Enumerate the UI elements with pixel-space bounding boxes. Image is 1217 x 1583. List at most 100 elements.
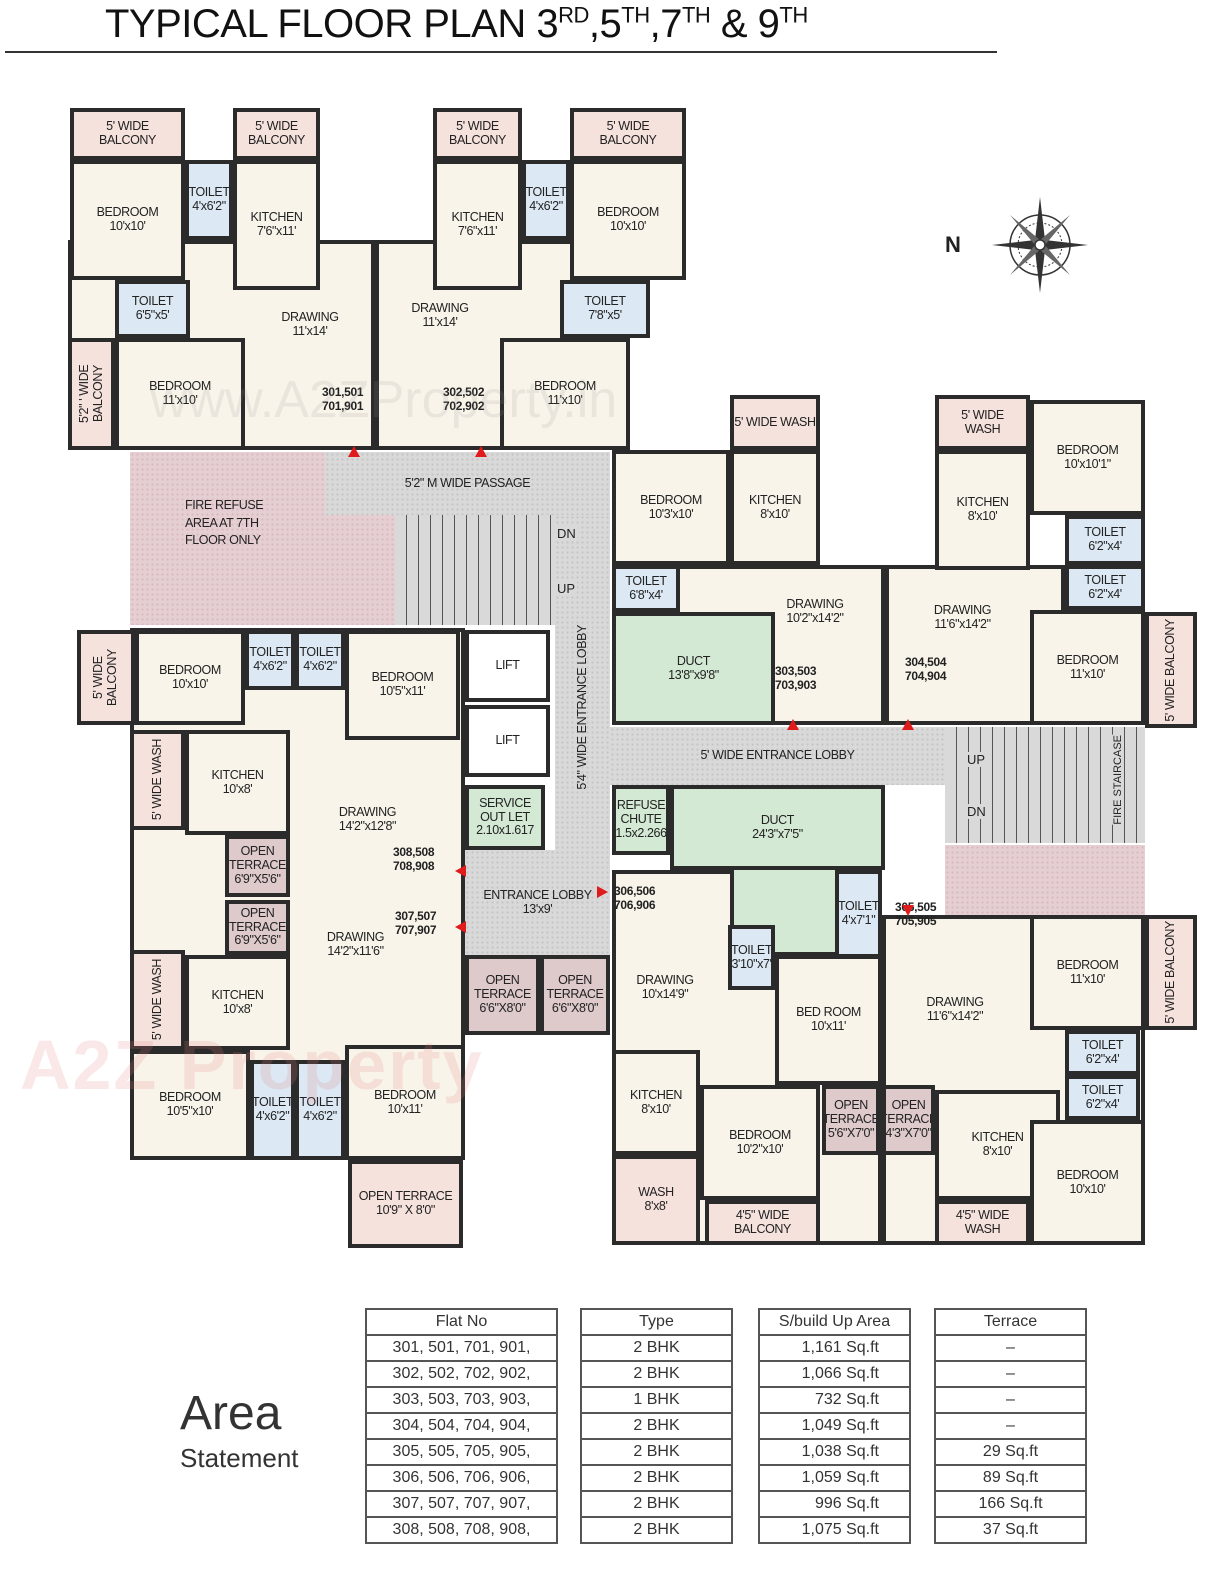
room-size: 8'x10' [641, 1101, 671, 1116]
table-row: 1,059 Sq.ft [758, 1464, 911, 1492]
table-cell: 1 BHK [580, 1386, 733, 1414]
room-name: BEDROOM [96, 205, 159, 220]
stair-direction-label: UP [965, 752, 988, 767]
column-header: Type [580, 1308, 733, 1336]
title-text: ,5 [588, 2, 622, 46]
room-wide-balcony: 5'2" ' WIDE BALCONY [68, 338, 115, 450]
room-name: TOILET [525, 185, 567, 200]
room-size: 6'5"x5' [135, 308, 170, 322]
room-name: BED ROOM [796, 1005, 861, 1020]
table-cell: 304, 504, 704, 904, [365, 1412, 558, 1440]
room-size: 14'2"x12'8" [338, 819, 397, 833]
table-row: 308, 508, 708, 908, [365, 1516, 558, 1544]
room-wide-entrance-lobby: 5' WIDE ENTRANCE LOBBY [610, 727, 945, 785]
table-row: 304, 504, 704, 904, [365, 1412, 558, 1440]
room-name: ENTRANCE LOBBY [483, 887, 592, 902]
table-cell: 732 Sq.ft [758, 1386, 911, 1414]
table-row: 29 Sq.ft [934, 1438, 1087, 1466]
entry-arrow-icon [475, 446, 487, 457]
title-text: & 9 [710, 2, 780, 46]
room-label: 5' WIDE BALCONY [588, 119, 668, 148]
column-header: Terrace [934, 1308, 1087, 1336]
room-name: REFUSE CHUTE [616, 798, 666, 827]
table-row: 303, 503, 703, 903, [365, 1386, 558, 1414]
room-lift: LIFT [465, 705, 550, 777]
room-name: 5' WIDE BALCONY [248, 119, 305, 147]
room-label: 5' WIDE WASH [943, 408, 1023, 437]
room-size: 10'3'x10' [648, 506, 694, 521]
room-name: DRAWING [926, 995, 984, 1010]
page-title: TYPICAL FLOOR PLAN 3RD,5TH,7TH & 9TH [105, 2, 808, 47]
room-name: OPEN TERRACE [229, 844, 286, 873]
room-wide-balcony: 5' WIDE BALCONY [1145, 915, 1197, 1030]
room-lift: LIFT [465, 630, 550, 702]
table-cell: 37 Sq.ft [934, 1516, 1087, 1544]
title-sup: TH [779, 2, 808, 28]
title-sup: TH [621, 2, 650, 28]
flat-number: 703,903 [775, 677, 817, 692]
table-row: 2 BHK [580, 1412, 733, 1440]
entry-arrow-icon [455, 921, 466, 933]
room-name: DRAWING [338, 805, 397, 820]
table-cell: 2 BHK [580, 1464, 733, 1492]
table-row: 1 BHK [580, 1386, 733, 1414]
room-size: 11'6"x14'2" [934, 617, 991, 631]
room-name: TOILET [1081, 1082, 1124, 1097]
room-name: TOILET [584, 294, 626, 309]
room-name: 5' WIDE BALCONY [449, 119, 506, 147]
room-size: 10'x11' [387, 1101, 423, 1116]
room-name: 5' WIDE ENTRANCE LOBBY [700, 748, 855, 763]
entry-arrow-icon [597, 886, 608, 898]
room-label: FIRE REFUSE AREA AT 7TH FLOOR ONLY [185, 497, 275, 550]
table-row: 1,038 Sq.ft [758, 1438, 911, 1466]
room-wide-balcony: 5' WIDE BALCONY [70, 108, 185, 160]
room-name: TOILET [188, 185, 230, 200]
room-name: TOILET [1084, 572, 1126, 587]
room-size: 13'8"x9'8" [668, 667, 719, 682]
room-name: BEDROOM [534, 379, 596, 394]
room-name: 5' WIDE BALCONY [1163, 921, 1178, 1024]
room-name: KITCHEN [748, 492, 802, 507]
room-name: BEDROOM [159, 662, 221, 677]
flat-number: 702,902 [443, 398, 485, 413]
room-size: 6'2"x4' [1088, 586, 1122, 601]
area-statement-subtitle: Statement [180, 1443, 299, 1473]
room-wide-balcony: 5' WIDE BALCONY [233, 108, 320, 160]
room-name: LIFT [495, 658, 520, 673]
room-size: 10'x11' [810, 1019, 847, 1033]
fire-staircase-text: FIRE STAIRCASE [1112, 735, 1124, 825]
room-label: 5'2" ' WIDE BALCONY [77, 342, 106, 446]
room-label: LIFT [495, 658, 520, 673]
flat-number: 306,506 [614, 884, 656, 898]
flat-number: 707,907 [395, 922, 437, 937]
watermark-logo: A2Z Property [20, 1026, 484, 1104]
entry-arrow-icon [787, 719, 799, 730]
room-name: BEDROOM [597, 205, 659, 220]
table-row: 996 Sq.ft [758, 1490, 911, 1518]
room-size: 11'x14' [292, 324, 328, 338]
flat-number: 705,905 [895, 913, 937, 928]
